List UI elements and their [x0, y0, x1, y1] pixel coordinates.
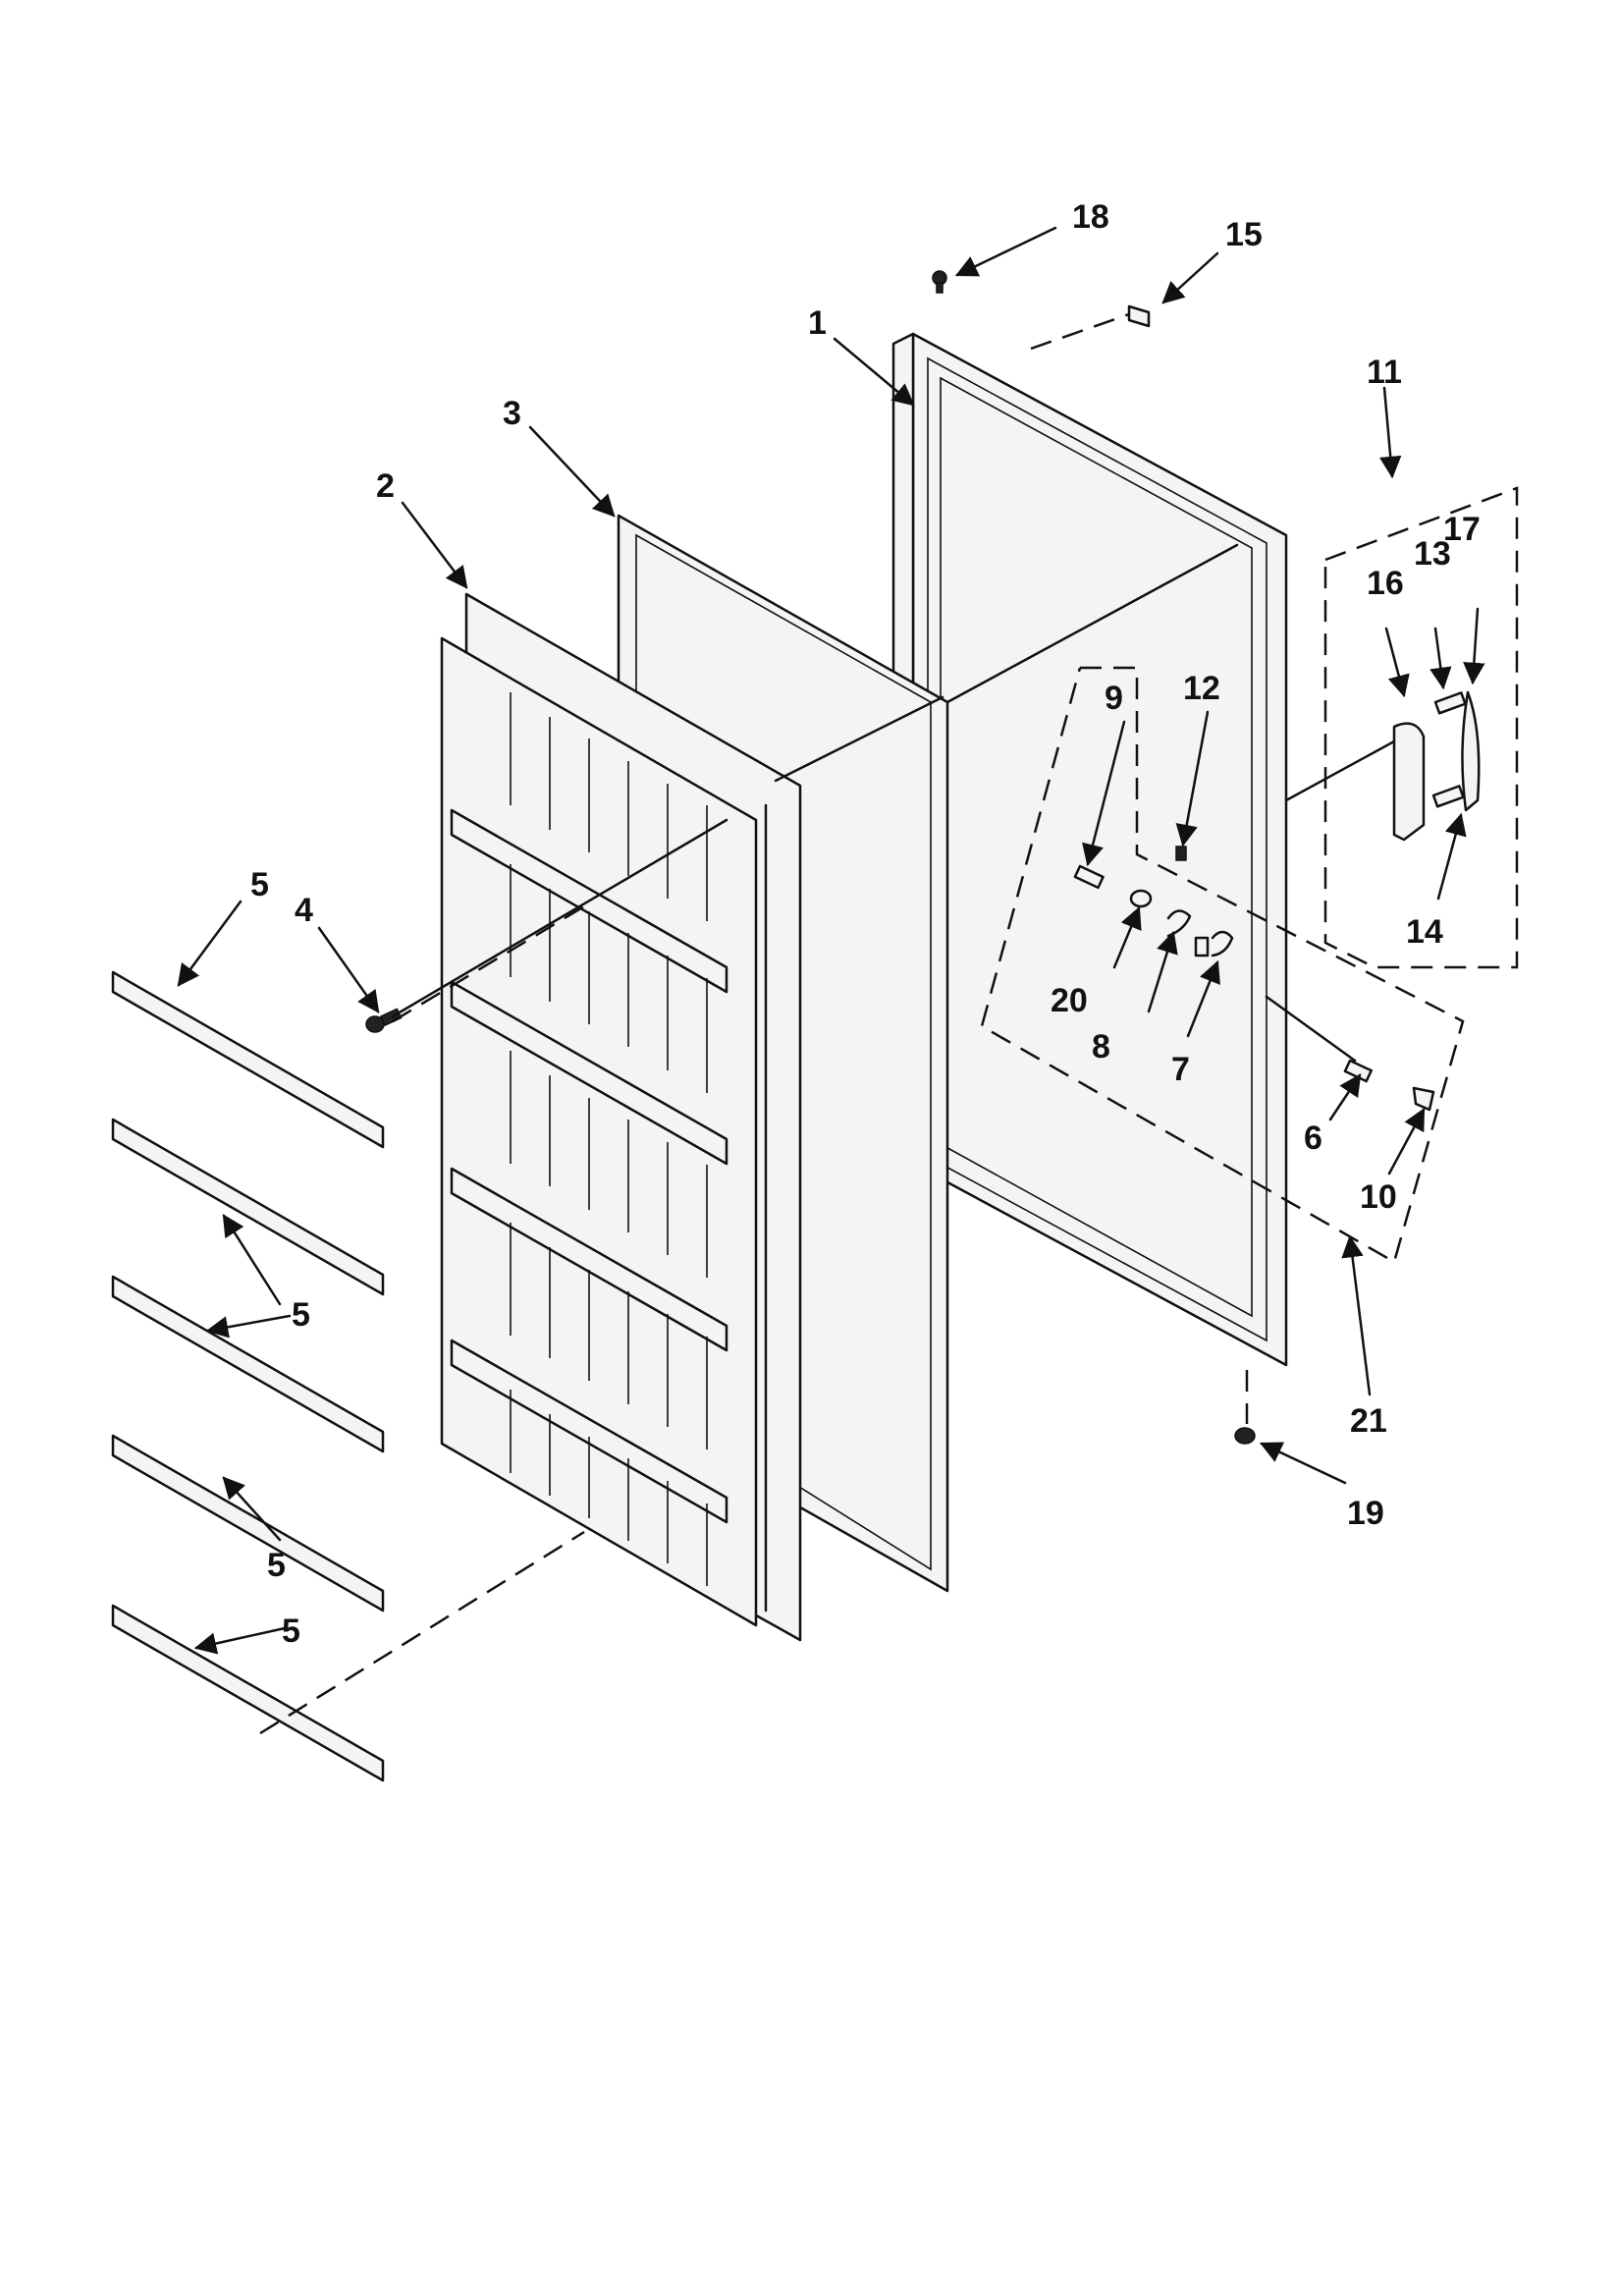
label-part-10: 10: [1360, 1178, 1397, 1216]
part-labels: 18 15 1 3 2 4 5 5 5 5 11 17 16 13 14 9 1…: [250, 198, 1481, 1650]
label-part-13: 13: [1414, 535, 1451, 573]
callout-arrows: [177, 226, 1485, 1655]
label-part-5-c: 5: [267, 1547, 286, 1584]
label-part-12: 12: [1183, 670, 1220, 707]
label-part-19: 19: [1347, 1495, 1384, 1532]
label-part-1: 1: [808, 304, 827, 342]
label-part-7: 7: [1171, 1051, 1190, 1088]
label-part-3: 3: [503, 395, 521, 432]
door-shelf-rails: [111, 970, 385, 1782]
plate-part-15: [1127, 304, 1151, 328]
label-part-16: 16: [1367, 565, 1404, 602]
label-part-8: 8: [1092, 1028, 1110, 1066]
label-part-11: 11: [1367, 354, 1402, 391]
plug-part-19: [1234, 1427, 1256, 1445]
inner-door-liner: [440, 592, 802, 1642]
group-outline-21: [980, 666, 1465, 1264]
plug-part-18: [932, 270, 947, 294]
label-part-5-b: 5: [292, 1296, 310, 1334]
label-part-20: 20: [1051, 982, 1088, 1019]
dashed-leader-lines: [259, 312, 1396, 1735]
label-part-21: 21: [1350, 1402, 1387, 1440]
label-part-17: 17: [1443, 511, 1481, 548]
label-part-15: 15: [1225, 216, 1263, 253]
label-part-14: 14: [1406, 913, 1443, 951]
label-part-2: 2: [376, 467, 395, 505]
label-part-4: 4: [295, 892, 313, 929]
label-part-6: 6: [1304, 1120, 1322, 1157]
group-outline-11: [1323, 486, 1519, 969]
label-part-18: 18: [1072, 198, 1109, 236]
label-part-9: 9: [1105, 680, 1123, 717]
outer-door-panel: [891, 332, 1288, 1367]
label-part-5-d: 5: [282, 1613, 300, 1650]
hinge-assembly-11: [1392, 690, 1481, 842]
label-part-5-a: 5: [250, 866, 269, 903]
